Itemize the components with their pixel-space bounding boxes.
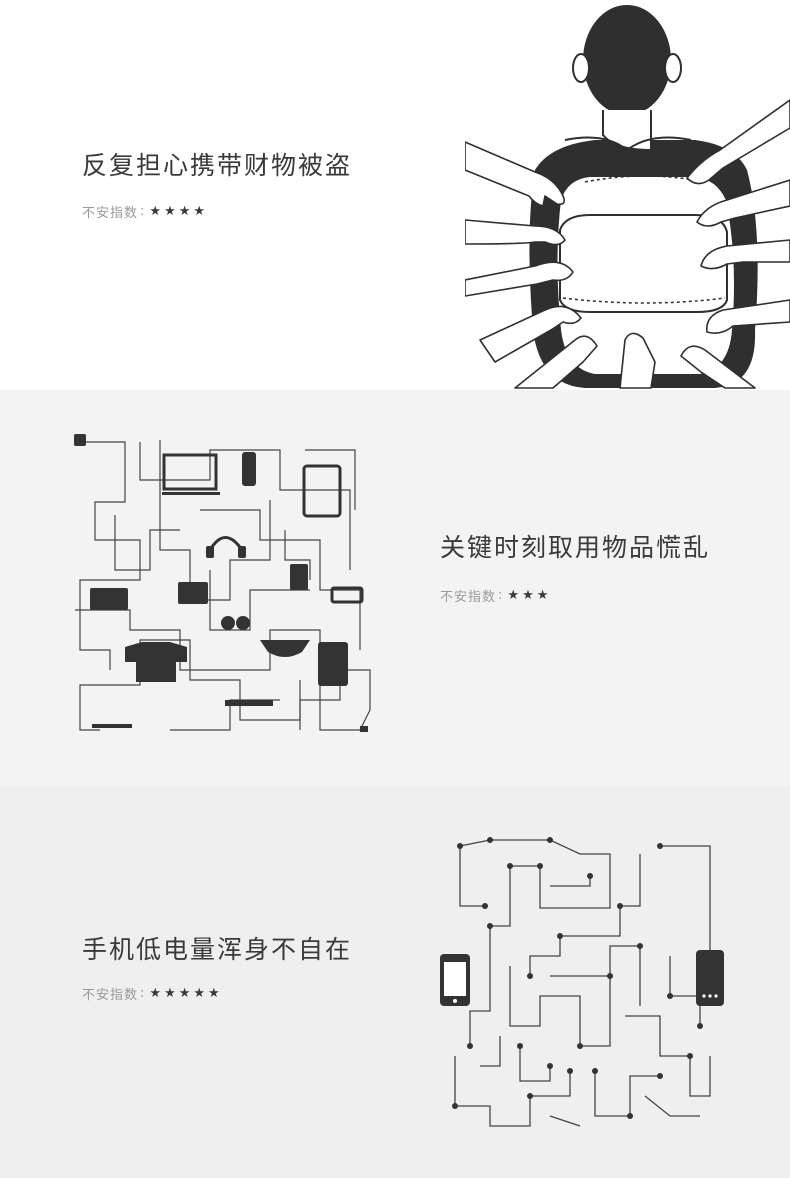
maze-wires (75, 440, 371, 731)
rating-separator: : (498, 588, 503, 603)
section-title: 手机低电量浑身不自在 (82, 935, 353, 964)
star-icon: ★ (164, 204, 176, 219)
star-icon: ★ (149, 986, 162, 1001)
rating-stars: ★★★★★ (149, 987, 219, 1000)
headphones-icon (208, 536, 244, 551)
earbud-icon (221, 616, 235, 630)
bottle-icon (242, 452, 256, 486)
phone-device (440, 954, 470, 1006)
rating-label: 不安指数 (82, 988, 139, 1003)
rating-label: 不安指数 (82, 206, 139, 221)
underwear-icon (260, 640, 310, 657)
star-icon: ★ (149, 204, 162, 219)
section-low-battery: 手机低电量浑身不自在 不安指数 : ★★★★★ (0, 786, 790, 1178)
tablet-icon (302, 464, 342, 518)
star-icon: ★ (208, 986, 220, 1001)
razor-icon (92, 724, 132, 728)
star-icon: ★ (536, 588, 549, 603)
section-messy-items: 关键时刻取用物品慌乱 不安指数 : ★★★ (0, 390, 790, 786)
cable-end-icon (360, 726, 368, 732)
rating-separator: : (140, 204, 145, 219)
rating-stars: ★★★ (507, 589, 548, 602)
section-title: 反复担心携带财物被盗 (82, 151, 353, 180)
toothbrush-icon (225, 700, 273, 706)
powerbank-device (696, 950, 724, 1006)
phone-icon (290, 564, 308, 590)
monitor-icon (162, 453, 218, 491)
gadget-icons (74, 434, 368, 732)
wallet-icon (178, 582, 208, 604)
phone-powerbank-circuit-illustration (440, 837, 724, 1127)
tshirt-icon (125, 642, 187, 682)
backpack-pocket (559, 214, 728, 313)
plug-icon (74, 434, 86, 446)
star-icon: ★ (193, 204, 206, 219)
rating-separator: : (140, 986, 145, 1001)
battery-icon (330, 586, 364, 604)
document-icon (90, 588, 128, 610)
rating-label: 不安指数 (440, 590, 497, 605)
backpack-hands-illustration (465, 5, 790, 389)
star-icon: ★ (193, 986, 206, 1001)
reaching-hands (465, 99, 790, 389)
tangled-items-maze-illustration (74, 434, 371, 732)
anxiety-rating: 不安指数 : ★★★ (440, 586, 548, 605)
head (583, 5, 671, 115)
star-icon: ★ (178, 204, 191, 219)
section-title: 关键时刻取用物品慌乱 (440, 533, 711, 562)
monitor-base (162, 492, 220, 495)
star-icon: ★ (178, 986, 191, 1001)
anxiety-rating: 不安指数 : ★★★★★ (82, 984, 220, 1003)
star-icon: ★ (522, 588, 534, 603)
star-icon: ★ (507, 588, 520, 603)
circuit-nodes (452, 837, 703, 1119)
star-icon: ★ (164, 986, 176, 1001)
circuit-traces (454, 839, 711, 1127)
rating-stars: ★★★★ (149, 205, 205, 218)
powerbank-icon (318, 642, 348, 686)
section-theft-worry: 反复担心携带财物被盗 不安指数 : ★★★★ (0, 0, 790, 390)
anxiety-rating: 不安指数 : ★★★★ (82, 202, 205, 221)
